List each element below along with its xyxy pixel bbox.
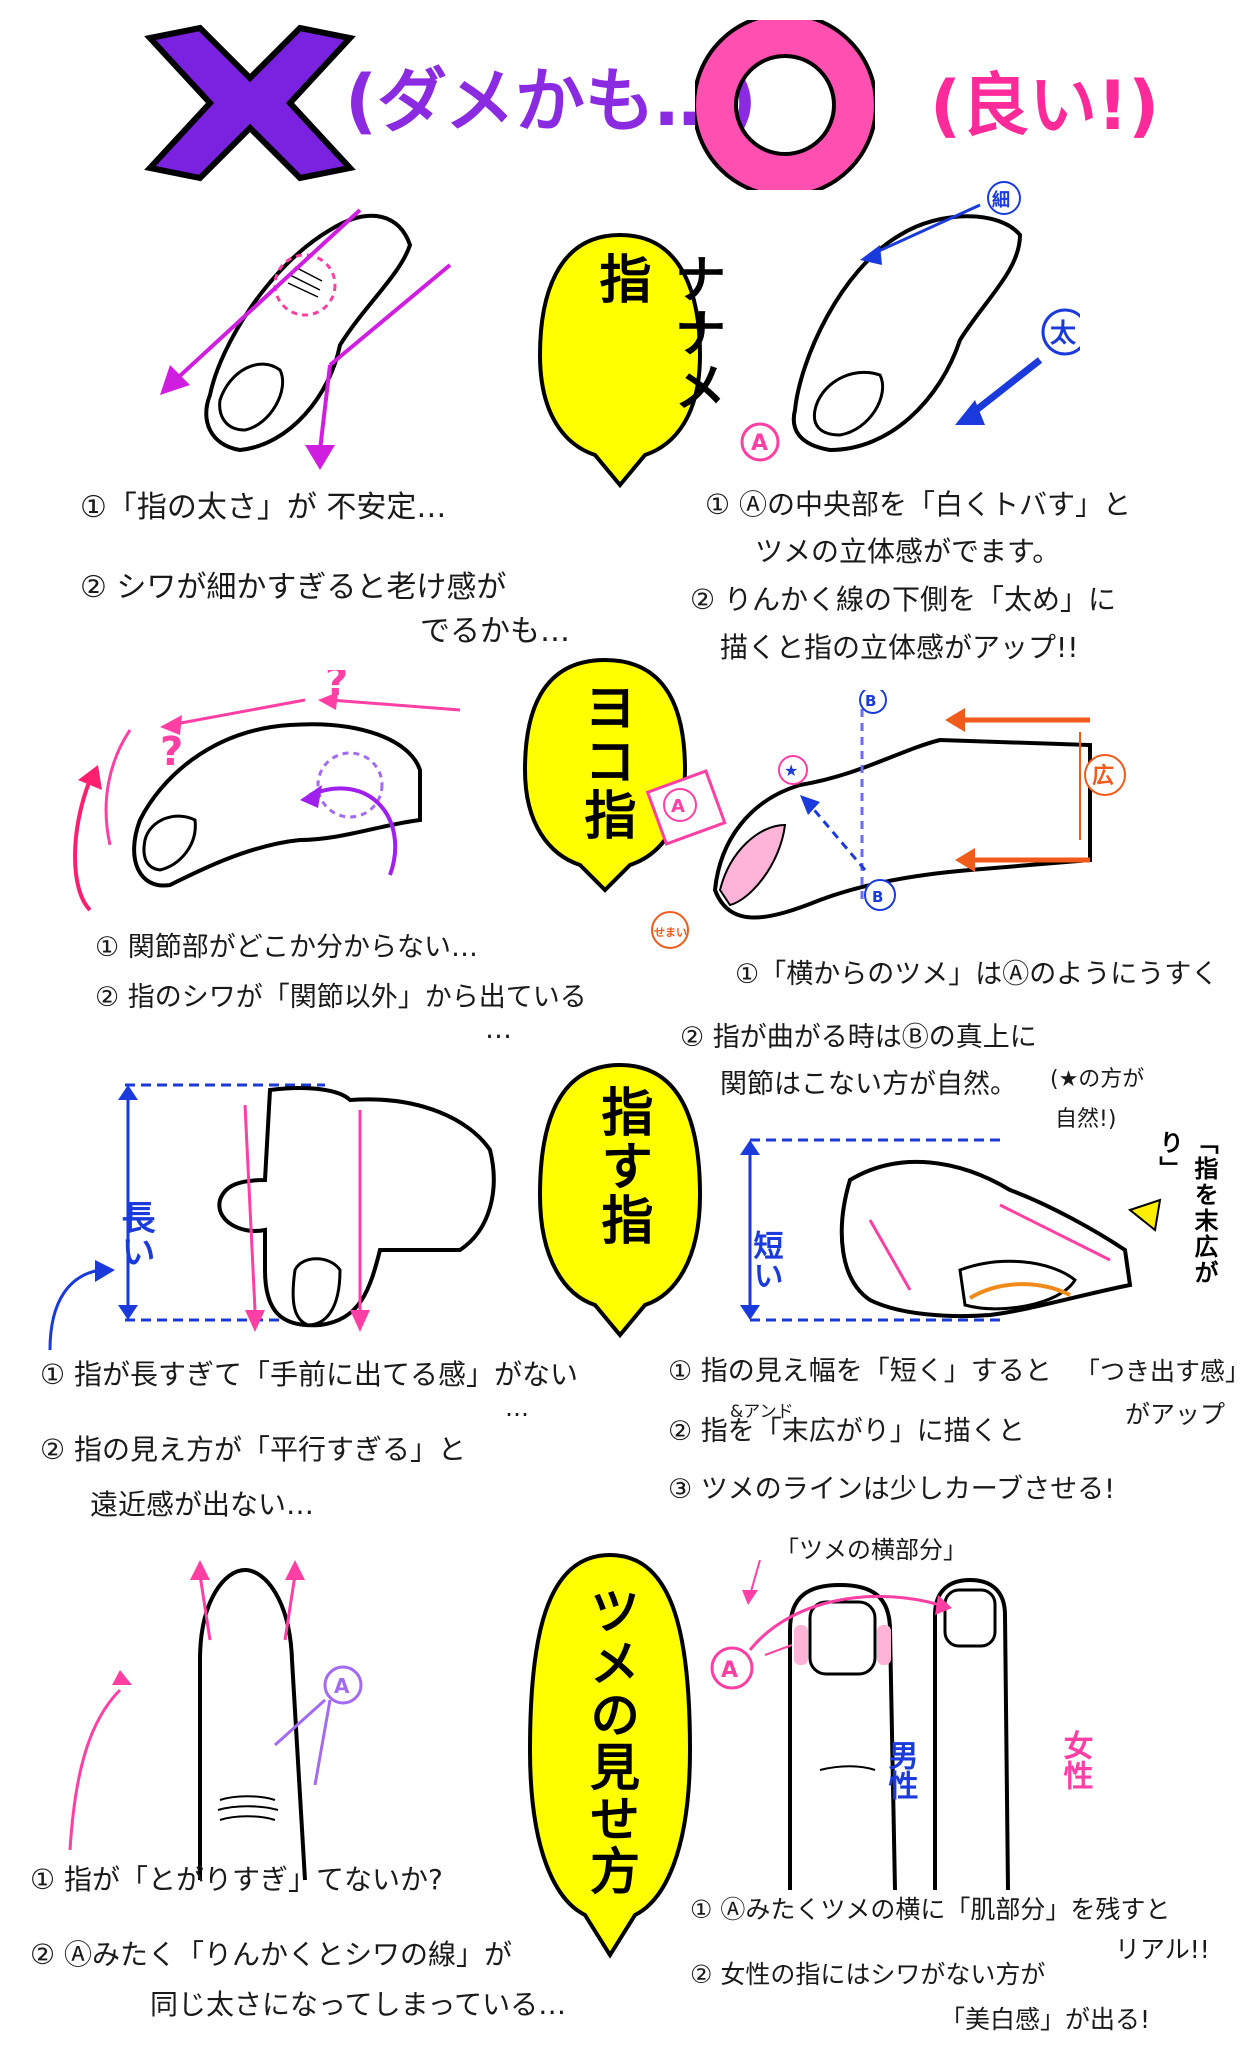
label-narrow: せまい (654, 926, 687, 939)
badge-label-diagonal: ナナメ指 (590, 252, 725, 414)
bad-note-3-1: ① 指が長すぎて「手前に出てる感」がない (40, 1358, 579, 1391)
good-side-finger-drawing: B ★ A 広 せまい B (645, 690, 1126, 949)
bad-note-1-3: でるかも… (420, 614, 570, 649)
good-note-4-2: リアル!! (1115, 1935, 1210, 1964)
bad-pointing-finger-drawing: 長い (48, 1083, 496, 1351)
good-diagonal-finger-drawing: 細 太 A (740, 181, 1080, 462)
label-b-bottom: B (872, 888, 883, 906)
label-short: 短い (748, 1230, 784, 1290)
good-note-3-5: 「つき出す感」 (1075, 1357, 1242, 1386)
good-note-3-4: ③ ツメのラインは少しカーブさせる! (668, 1474, 1115, 1505)
good-note-3-1: ① 指の見え幅を「短く」すると (668, 1356, 1052, 1387)
label-a-side: A (671, 796, 685, 817)
label-b-top: B (865, 692, 876, 710)
question-mark-2: ? (160, 729, 183, 775)
good-note-3-3: ② 指を「末広がり」に描くと (668, 1416, 1025, 1447)
label-long: 長い (115, 1200, 155, 1268)
label-female: 女性 (1058, 1729, 1094, 1790)
bad-header-label: (ダメかも…) (345, 60, 757, 142)
bad-diagonal-finger-drawing (160, 208, 452, 470)
question-mark-1: ? (325, 670, 348, 705)
label-a-bad-nail: A (334, 1674, 350, 1698)
good-note-4-1: ① Ⓐみたくツメの横に「肌部分」を残すと (690, 1895, 1171, 1924)
good-note-3-2: &アンド (730, 1402, 794, 1422)
good-circle-icon (695, 20, 875, 190)
label-thick: 太 (1050, 319, 1077, 349)
label-a-good-nail: A (721, 1658, 738, 1683)
bad-note-3-2: … (505, 1394, 529, 1422)
section-badge-pointing (537, 1062, 703, 1339)
good-note-4-4: 「美白感」が出る! (940, 2005, 1151, 2034)
good-header-label: (良い!) (930, 67, 1160, 146)
section-badge-side (522, 657, 688, 893)
bad-note-4-2: ② Ⓐみたく「りんかくとシワの線」が (30, 1938, 513, 1971)
good-note-1-2: ツメの立体感がでます。 (755, 535, 1061, 568)
good-nail-finger-drawing: A 男性 女性 (710, 1560, 1094, 1891)
bad-note-3-4: 遠近感が出ない… (90, 1488, 315, 1521)
bad-note-1-1: ①「指の太さ」が 不安定… (80, 490, 447, 525)
bad-x-icon (144, 24, 356, 182)
bad-side-finger-drawing: ? ? (73, 670, 461, 912)
label-a: A (751, 431, 768, 456)
good-note-2-2: ② 指が曲がる時はⒷの真上に (680, 1022, 1037, 1053)
good-note-3-6: がアップ (1125, 1400, 1226, 1429)
section-badge-diagonal (537, 232, 703, 489)
label-male: 男性 (883, 1740, 919, 1800)
bad-note-2-3: … (485, 1014, 512, 1045)
bad-note-2-1: ① 関節部がどこか分からない… (95, 932, 478, 963)
badge-label-pointing: 指す指 (592, 1085, 652, 1247)
good-note-2-5: 自然!) (1055, 1107, 1117, 1132)
good-note-1-4: 描くと指の立体感がアップ!! (720, 631, 1079, 664)
good-note-1-3: ② りんかく線の下側を「太め」に (690, 583, 1117, 616)
bad-note-3-3: ② 指の見え方が「平行すぎる」と (40, 1433, 467, 1466)
bad-note-4-1: ① 指が「とがりすぎ」てないか? (30, 1863, 443, 1896)
good-note-2-3: 関節はこない方が自然。 (720, 1069, 1017, 1100)
label-thin: 細 (992, 189, 1010, 211)
good-note-4-3: ② 女性の指にはシワがない方が (690, 1960, 1046, 1989)
label-wide: 広 (1092, 763, 1114, 789)
good-note-4-0: 「ツメの横部分」 (775, 1536, 967, 1564)
bad-nail-finger-drawing: A (68, 1560, 363, 1881)
good-note-2-4: (★の方が (1050, 1067, 1145, 1092)
section-badge-nail (527, 1552, 693, 1959)
bad-note-1-2: ② シワが細かすぎると老け感が (80, 570, 507, 605)
good-pointing-finger-drawing: 短い (740, 1138, 1162, 1322)
good-note-2-1: ①「横からのツメ」はⒶのようにうすく (735, 959, 1219, 990)
bad-note-2-2: ② 指のシワが「関節以外」から出ている (95, 982, 587, 1013)
badge-label-nail: ツメの見せ方 (582, 1585, 640, 1897)
badge-label-side: ヨコ指 (575, 680, 635, 842)
label-spread: 「指を末広がり」 (1155, 1130, 1218, 1286)
good-note-1-1: ① Ⓐの中央部を「白くトバす」と (705, 488, 1132, 521)
bad-note-4-3: 同じ太さになってしまっている… (150, 1988, 567, 2021)
label-star: ★ (784, 761, 798, 780)
